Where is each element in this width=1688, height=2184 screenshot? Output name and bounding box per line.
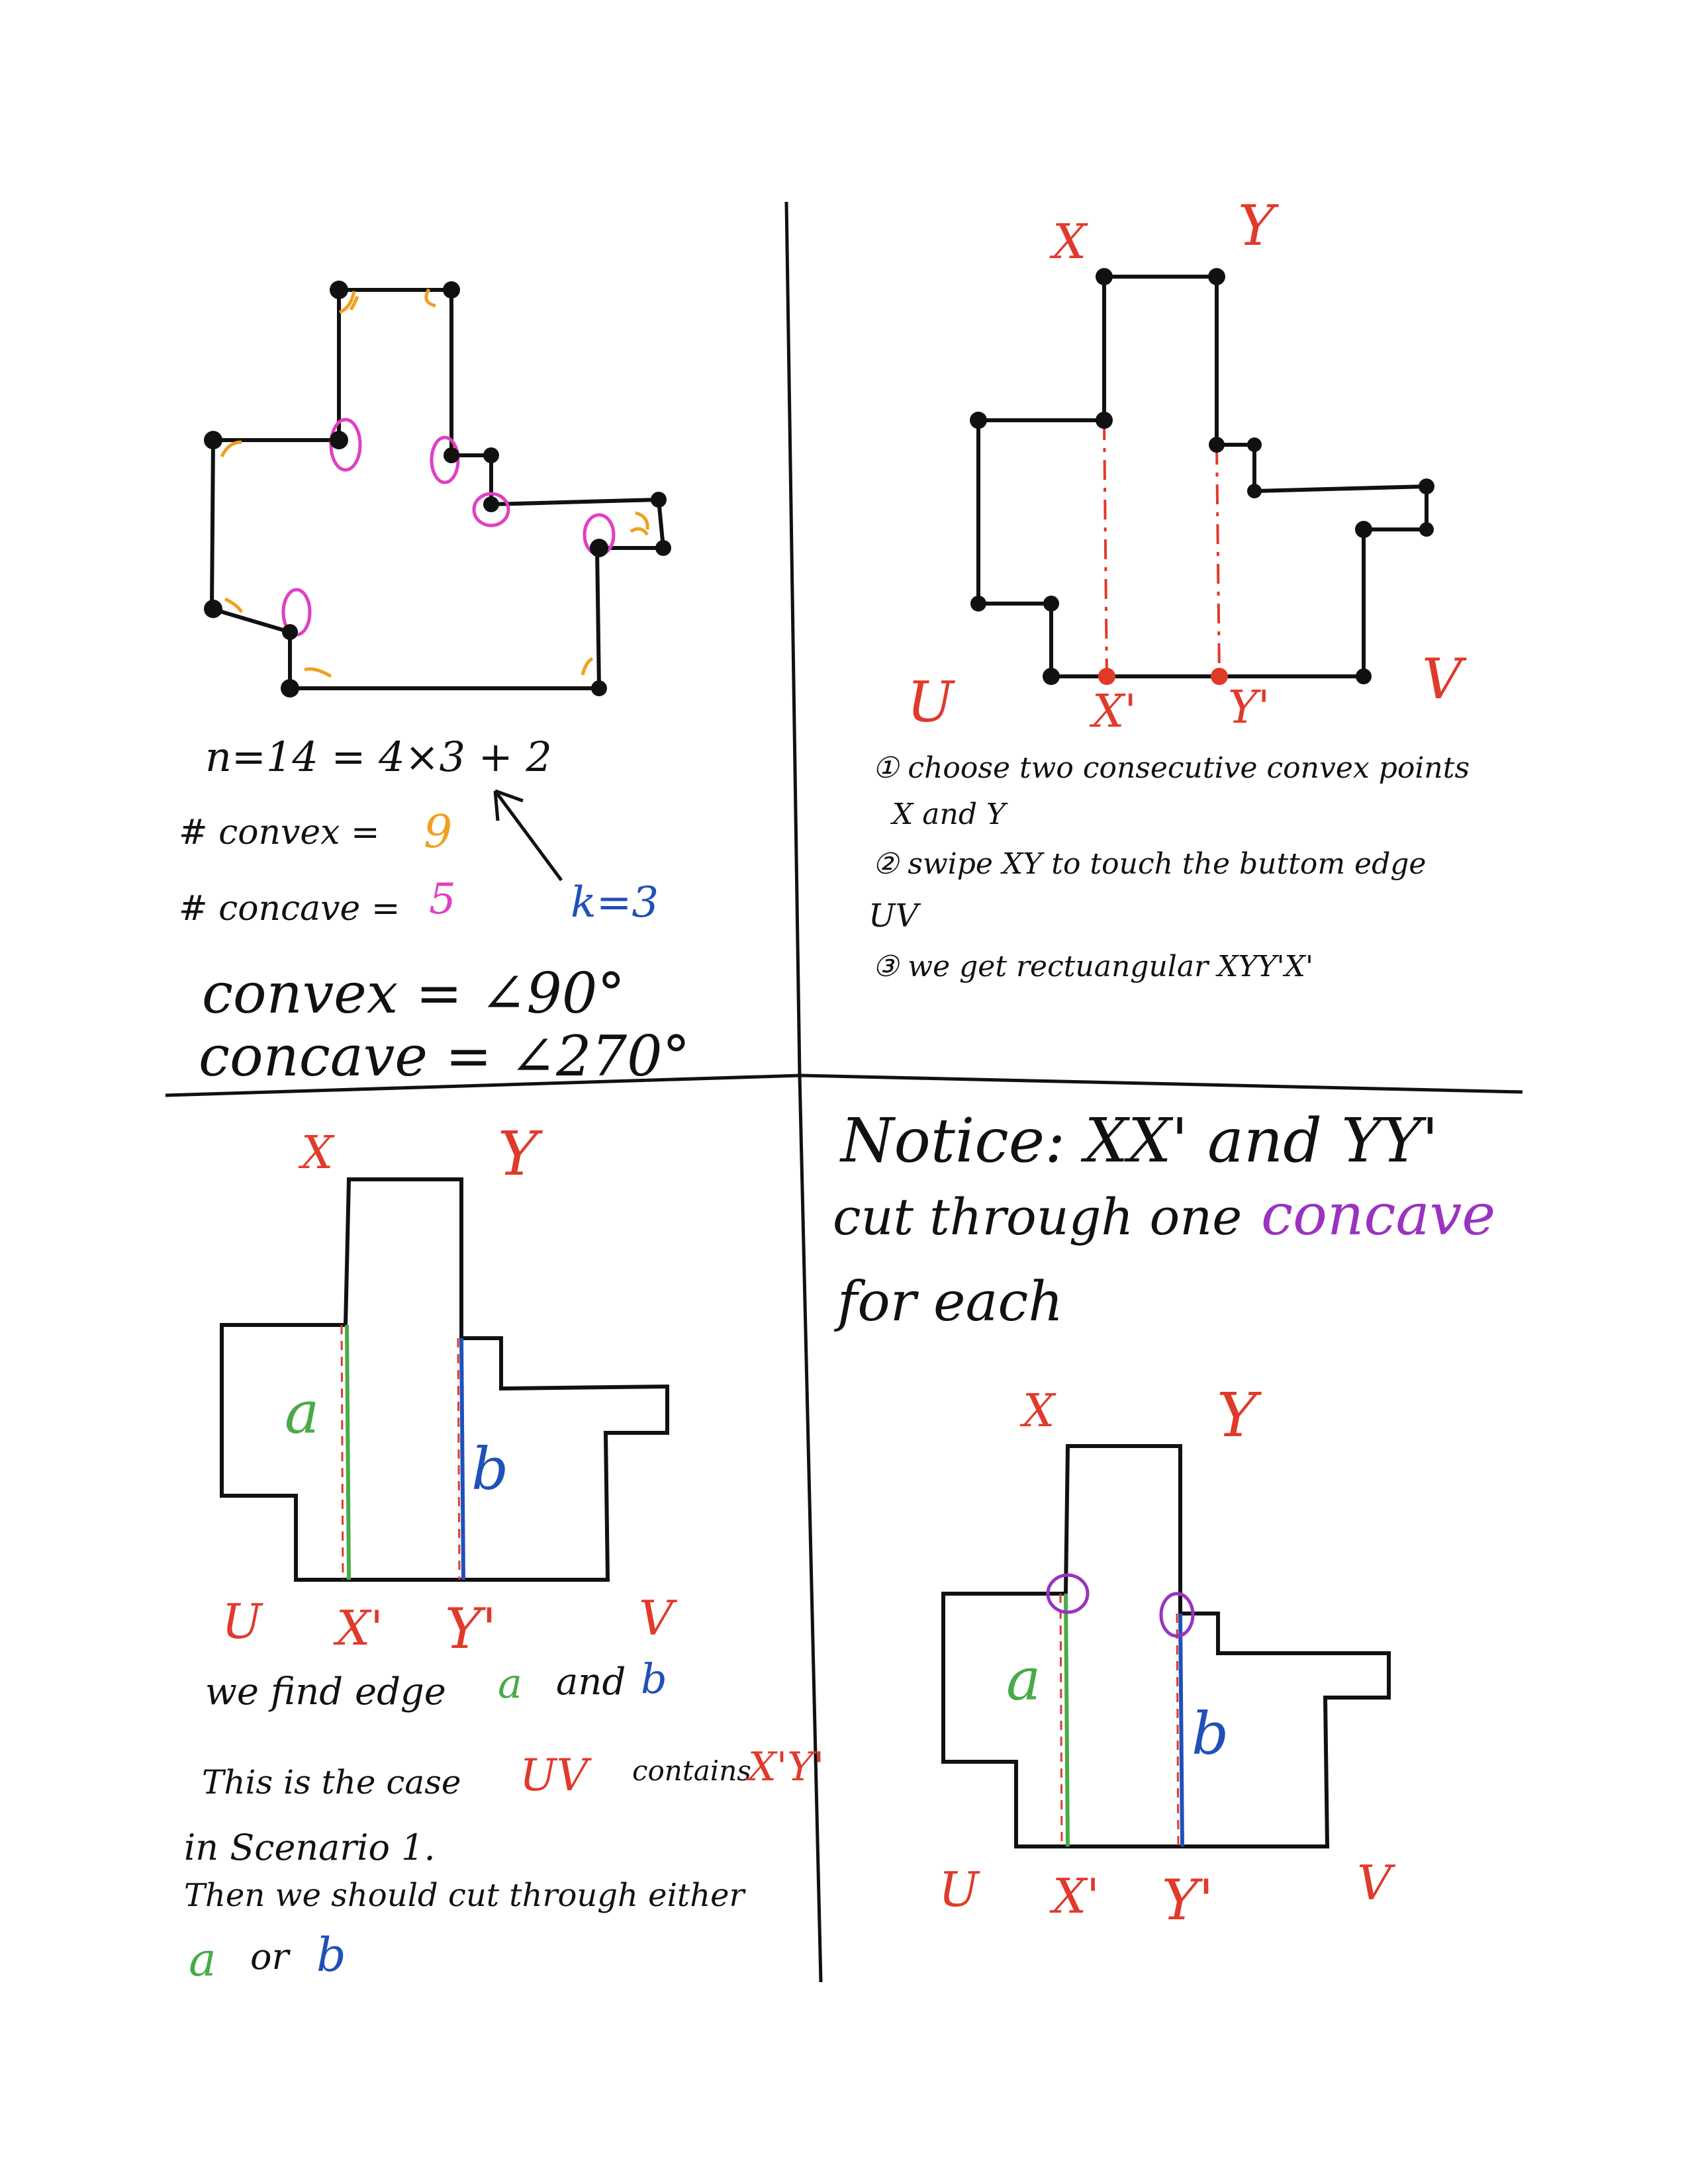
q4-notice-cut: cut through one — [833, 1187, 1242, 1246]
q4-label-y: Y — [1217, 1380, 1262, 1451]
q4-label-b: b — [1192, 1700, 1229, 1768]
q4-edge-b-dash — [1176, 1613, 1180, 1847]
q4-concave-marks — [1046, 1573, 1195, 1638]
q2-label-xp: X' — [1089, 686, 1137, 738]
q4-edge-b — [1178, 1613, 1184, 1847]
q3-polygon-figure — [220, 1177, 669, 1582]
q1-k-label: k=3 — [571, 878, 659, 927]
q1-concave-count-label: # concave = — [179, 889, 400, 929]
q2-step2b: UV — [868, 897, 921, 934]
q4-notice-line2: cut through one concave — [833, 1182, 1495, 1248]
q4-notice-line1: Notice: XX' and YY' — [839, 1105, 1438, 1176]
q2-vertices — [970, 268, 1434, 685]
q4-notice-line3: for each — [833, 1271, 1063, 1334]
q3-label-yp: Y' — [445, 1596, 497, 1661]
q2-point-yp — [1211, 668, 1228, 685]
q4-notice-concave: concave — [1261, 1182, 1495, 1248]
q2-label-y: Y — [1238, 193, 1280, 258]
q4-label-x: X — [1019, 1385, 1056, 1437]
q4-label-a: a — [1006, 1645, 1041, 1713]
q3-edge-b-dash — [457, 1338, 461, 1580]
q4-polygon-figure — [941, 1444, 1391, 1848]
q1-concave-angle: concave = ∠270° — [199, 1024, 690, 1089]
q2-point-xp — [1098, 668, 1115, 685]
q1-concave-count: 5 — [429, 875, 456, 924]
q4-label-yp: Y' — [1162, 1868, 1214, 1933]
q1-equation: n=14 = 4×3 + 2 — [205, 733, 552, 781]
q2-label-v: V — [1422, 647, 1467, 711]
q3-edge-a-dash — [340, 1324, 344, 1580]
q1-polygon — [209, 288, 666, 690]
q3-line1-b: b — [641, 1655, 667, 1703]
q3-edge-a — [345, 1324, 351, 1580]
vertical-divider-top — [784, 201, 802, 1076]
q2-polygon — [976, 275, 1429, 678]
q2-step1: ① choose two consecutive convex points — [872, 751, 1470, 785]
q2-label-x: X — [1049, 214, 1088, 269]
q1-k-arrow — [493, 789, 563, 882]
q1-convex-angle: convex = ∠90° — [202, 961, 625, 1026]
q3-edge-b — [459, 1338, 465, 1580]
q3-label-y: Y — [498, 1118, 543, 1189]
q3-label-v: V — [639, 1590, 678, 1646]
q4-label-v: V — [1357, 1855, 1396, 1911]
q2-step1b: X and Y — [890, 797, 1008, 831]
q3-note-line5: a or b — [189, 1928, 346, 1987]
q4-edge-a — [1064, 1593, 1070, 1847]
q1-convex-count-label: # convex = — [179, 813, 380, 852]
q1-convex-count: 9 — [424, 806, 452, 858]
q3-label-x: X — [298, 1127, 335, 1179]
q3-label-b: b — [471, 1435, 508, 1503]
q3-line2-xy: X'Y' — [745, 1744, 824, 1790]
vertical-divider-bottom — [798, 1075, 823, 1983]
q2-step3: ③ we get rectuangular XYY'X' — [872, 950, 1313, 983]
q3-note-line2: This is the case UV contains X'Y' — [202, 1744, 824, 1801]
q3-line5-b: b — [316, 1928, 346, 1982]
q2-sweep-x — [1103, 420, 1108, 677]
q3-line2-pre: This is the case — [202, 1763, 461, 1801]
q3-line2-uv: UV — [520, 1750, 592, 1801]
q4-label-xp: X' — [1049, 1868, 1100, 1924]
q3-line1-and: and — [556, 1661, 626, 1704]
q2-polygon-figure — [970, 268, 1434, 685]
q4-label-u: U — [939, 1862, 980, 1917]
q4-edge-a-dash — [1059, 1593, 1063, 1847]
q2-label-u: U — [907, 670, 956, 735]
q3-line1-pre: we find edge — [205, 1670, 446, 1713]
q3-label-a: a — [285, 1379, 319, 1447]
q3-line3: in Scenario 1. — [184, 1827, 436, 1868]
horizontal-divider — [165, 1073, 1523, 1097]
q2-step2: ② swipe XY to touch the buttom edge — [872, 847, 1426, 881]
q3-line5-a: a — [189, 1933, 216, 1987]
q3-label-u: U — [222, 1594, 263, 1649]
q1-convex-marks — [220, 288, 649, 678]
q3-line2-mid: contains — [632, 1754, 751, 1787]
q3-line1-a: a — [498, 1659, 522, 1707]
q3-polygon — [220, 1177, 669, 1582]
q2-label-yp: Y' — [1228, 682, 1270, 734]
q3-note-line1: we find edge a and b — [205, 1655, 667, 1713]
q3-line5-or: or — [250, 1936, 291, 1978]
q1-vertices — [204, 281, 671, 698]
q1-polygon-figure — [204, 281, 671, 698]
q3-line4: Then we should cut through either — [184, 1877, 747, 1914]
q3-label-xp: X' — [333, 1600, 383, 1656]
q2-sweep-y — [1215, 444, 1221, 677]
